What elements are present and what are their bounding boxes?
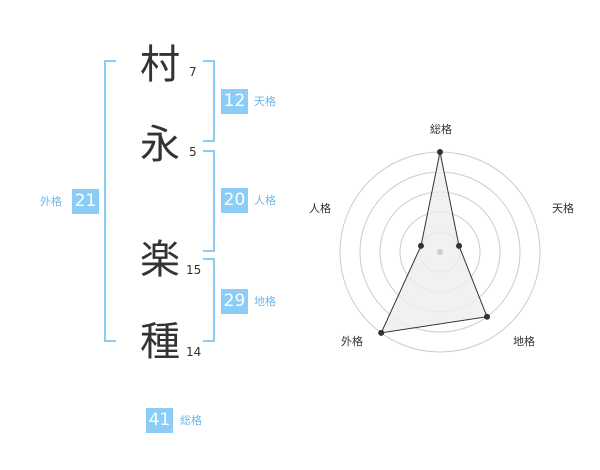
given-char-1: 楽 <box>140 237 180 283</box>
radar-label-bottom-right: 地格 <box>513 334 535 348</box>
radar-point <box>437 149 443 155</box>
gaikaku-bracket <box>104 60 116 342</box>
given-char-2: 種 <box>140 319 180 365</box>
tenkaku-bracket <box>203 60 215 142</box>
chikaku-value-badge: 29 <box>221 289 248 314</box>
jinkaku-bracket <box>203 150 215 252</box>
tenkaku-label: 天格 <box>254 95 276 108</box>
given-char-1-strokes: 15 <box>186 263 202 277</box>
radar-label-bottom-left: 外格 <box>341 334 363 348</box>
radar-point <box>484 313 491 320</box>
radar-chart: 総格 天格 地格 外格 人格 <box>309 122 574 353</box>
surname-char-1-strokes: 7 <box>189 65 197 79</box>
radar-label-top: 総格 <box>430 122 452 136</box>
radar-point <box>417 242 424 249</box>
surname-char-2: 永 <box>140 122 180 168</box>
jinkaku-value-badge: 20 <box>221 188 248 213</box>
surname-char-2-strokes: 5 <box>189 145 197 159</box>
tenkaku-value-badge: 12 <box>221 89 248 114</box>
chikaku-label: 地格 <box>254 295 276 308</box>
soukaku-label: 総格 <box>180 414 202 427</box>
radar-shape <box>380 151 488 334</box>
radar-dots <box>378 149 491 336</box>
radar-label-right: 天格 <box>552 201 574 215</box>
gaikaku-value-badge: 21 <box>72 189 99 214</box>
chikaku-bracket <box>203 258 215 342</box>
gaikaku-label: 外格 <box>40 195 62 208</box>
radar-point <box>456 242 463 249</box>
jinkaku-label: 人格 <box>254 194 276 207</box>
radar-point <box>378 329 385 336</box>
radar-label-left: 人格 <box>309 201 331 215</box>
given-char-2-strokes: 14 <box>186 345 202 359</box>
soukaku-value-badge: 41 <box>146 408 173 433</box>
radar-center-dot <box>437 249 443 255</box>
surname-char-1: 村 <box>140 42 180 88</box>
